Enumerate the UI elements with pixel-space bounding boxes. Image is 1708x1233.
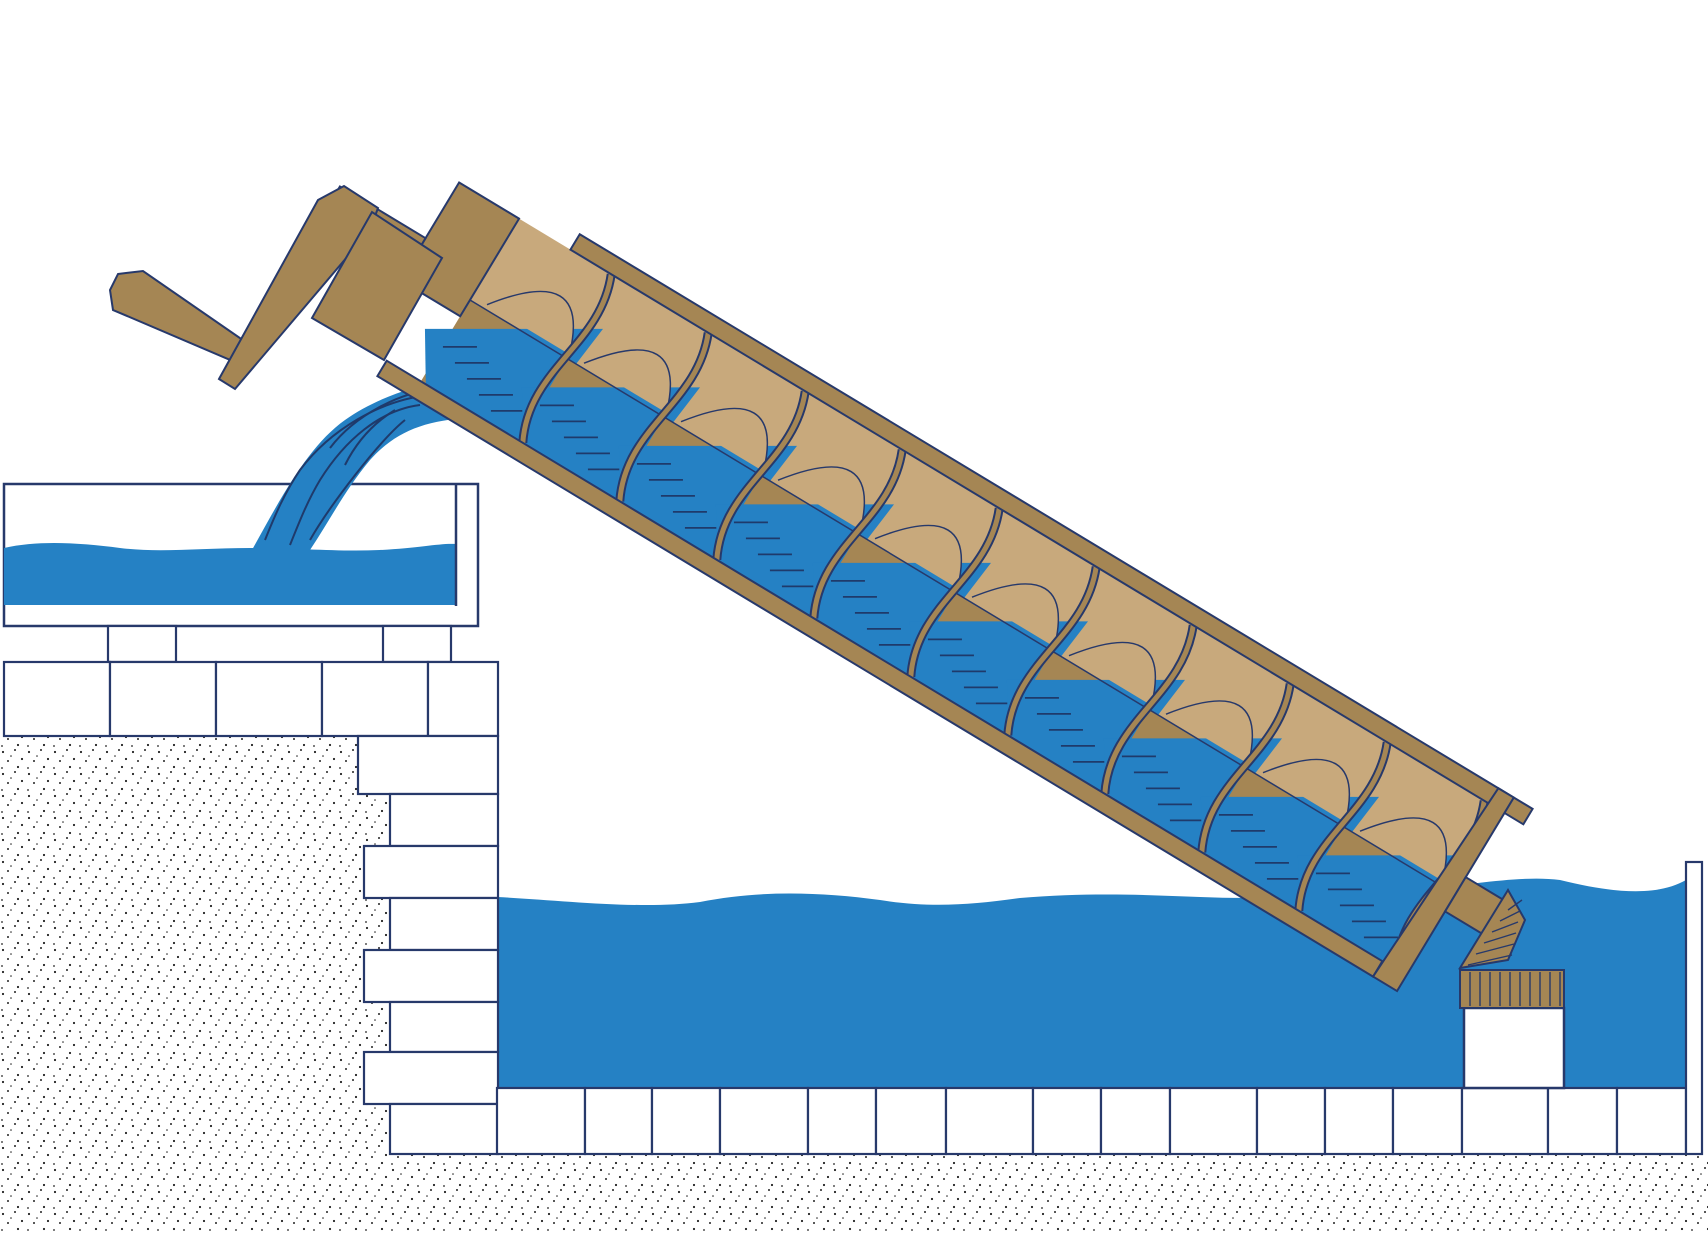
brick	[1391, 1086, 1464, 1156]
brick	[1684, 860, 1704, 1156]
screw-chamber-dome	[1165, 700, 1253, 765]
stream-line	[309, 419, 406, 541]
screw-chamber-water	[424, 328, 603, 440]
screw-chamber-dome	[874, 524, 962, 589]
brick	[1168, 1086, 1259, 1156]
screw-tube-bottom-cap	[1371, 786, 1516, 993]
brick	[1099, 1086, 1172, 1156]
outflow-stream	[252, 378, 470, 550]
crank-handle-arm	[217, 184, 380, 391]
brick	[426, 660, 500, 738]
screw-flight	[1296, 741, 1390, 911]
gear-tooth	[1491, 921, 1519, 933]
gear-tooth	[1499, 910, 1521, 922]
brick	[1031, 1086, 1103, 1156]
brick	[583, 1086, 654, 1156]
brick	[106, 624, 178, 664]
brick	[388, 1000, 500, 1054]
gear-tooth	[1483, 932, 1517, 944]
crank-handle	[108, 184, 444, 391]
crank-shaft-bearing	[310, 210, 444, 362]
screw-chamber-dome	[1359, 817, 1447, 882]
screw-chamber-dome	[777, 466, 865, 531]
gear-tooth	[1467, 954, 1513, 966]
screw-chamber-water	[1297, 855, 1476, 967]
gear-housing-stripes	[1469, 972, 1561, 1006]
brick	[874, 1086, 948, 1156]
screw-flight	[1199, 683, 1293, 853]
brick	[1255, 1086, 1327, 1156]
screw-chamber-water	[715, 504, 894, 616]
brick	[320, 660, 430, 738]
crank-handle-grip	[108, 269, 252, 367]
gear-tooth	[1507, 899, 1523, 911]
brick	[381, 624, 453, 664]
screw-flight	[1102, 624, 1196, 794]
bevel-gear-teeth	[1467, 899, 1523, 966]
upper-reservoir-water	[4, 543, 456, 605]
screw-chamber-water	[909, 621, 1088, 733]
screw-chamber-dome	[486, 290, 574, 355]
screw-chamber-dome	[1262, 758, 1350, 823]
brick	[1460, 1086, 1550, 1156]
brick	[108, 660, 218, 738]
brick	[362, 1050, 500, 1106]
screw-flight	[1005, 566, 1099, 736]
screw-flight	[617, 332, 711, 502]
screw-flight	[908, 507, 1002, 677]
brick	[214, 660, 324, 738]
screw-chamber-water	[521, 387, 700, 499]
screw-tube-upper-wall	[569, 232, 1534, 826]
screw-flight	[714, 390, 808, 560]
brick	[495, 1086, 587, 1156]
brick	[388, 1102, 500, 1156]
screw-chamber-dome	[583, 349, 671, 414]
brick	[2, 660, 112, 738]
brick	[944, 1086, 1035, 1156]
brick	[806, 1086, 878, 1156]
stream-line	[344, 409, 396, 466]
brick	[650, 1086, 722, 1156]
screw-chamber-water	[618, 445, 797, 557]
gear-support-pillar	[1462, 1006, 1566, 1090]
brick	[362, 844, 500, 900]
screw-chamber-dome	[971, 583, 1059, 648]
screw-flight	[811, 449, 905, 619]
masonry-wall	[2, 624, 1704, 1156]
brick	[356, 734, 500, 796]
brick	[718, 1086, 810, 1156]
stream-line	[264, 394, 431, 541]
ground-left-soil	[0, 735, 390, 1155]
screw-chamber-water	[1006, 679, 1185, 791]
screw-flight	[520, 273, 614, 443]
ground-bottom-soil	[0, 1155, 1708, 1233]
drive-gear	[1457, 888, 1566, 1090]
brick	[1546, 1086, 1619, 1156]
screw-chamber-water	[1103, 738, 1282, 850]
screw-chamber-water	[812, 562, 991, 674]
screw-chamber-dome	[1068, 641, 1156, 706]
gear-housing	[1459, 969, 1565, 1009]
upper-reservoir	[2, 482, 480, 628]
ground	[0, 735, 1708, 1233]
screw-chamber-water	[1200, 796, 1379, 908]
gear-tooth	[1475, 943, 1515, 955]
brick	[1323, 1086, 1395, 1156]
screw-chamber-dome	[680, 407, 768, 472]
brick	[362, 948, 500, 1004]
brick	[388, 896, 500, 952]
brick	[1615, 1086, 1688, 1156]
brick	[388, 792, 500, 848]
